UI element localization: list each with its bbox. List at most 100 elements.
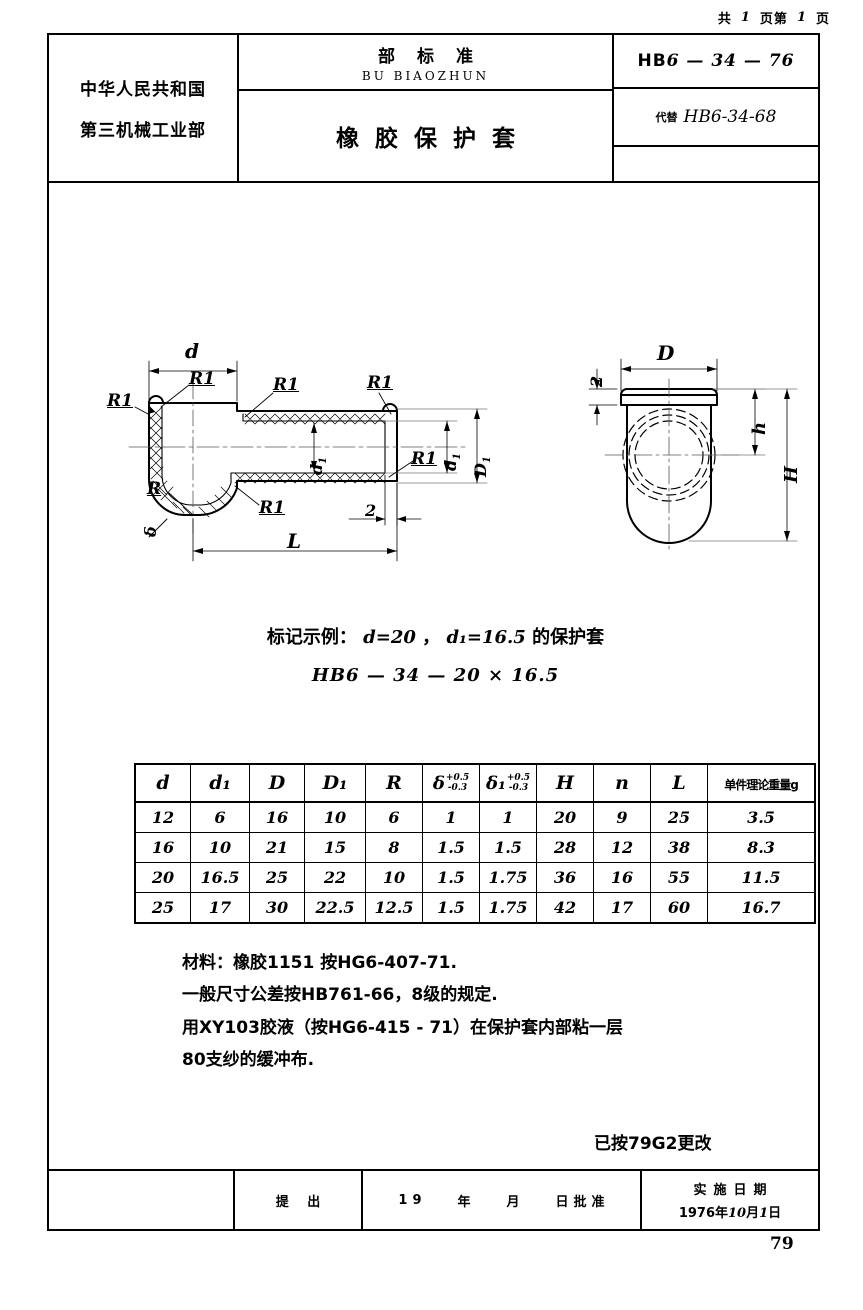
replaces-row: 代替 HB6-34-68	[614, 89, 818, 147]
spec-table-cell: 25	[249, 862, 305, 893]
spec-header-H: H	[536, 763, 594, 803]
spec-table-cell: 16	[134, 832, 191, 863]
drawing-frame: 中华人民共和国 第三机械工业部 部标准 BU BIAOZHUN 橡胶保护套 HB…	[47, 33, 820, 1231]
marking-example-line1: 标记示例： d=20 ， d₁=16.5 的保护套	[49, 623, 822, 649]
revision-stamp: 已按79G2更改	[594, 1134, 712, 1154]
spec-table-cell: 16	[249, 801, 305, 833]
dim-label-R: R	[147, 479, 162, 499]
product-name: 橡胶保护套	[336, 126, 531, 152]
footer-year-unit: 年	[457, 1194, 476, 1210]
dim-label-R1-midtop: R1	[273, 375, 299, 395]
replaces-label: 代替	[655, 111, 678, 124]
standard-type-en: BU BIAOZHUN	[361, 68, 490, 83]
issuer-block: 中华人民共和国 第三机械工业部	[49, 35, 239, 181]
spec-header-delta-upper: +0.5	[445, 773, 470, 784]
eff-day-unit: 日	[768, 1206, 782, 1221]
issuer-line-1: 中华人民共和国	[80, 80, 206, 100]
spec-table-cell: 1.5	[422, 832, 480, 863]
spec-table-cell: 12	[593, 832, 651, 863]
spec-header-d1: d₁	[190, 763, 250, 803]
replaces-empty-row	[614, 147, 818, 181]
spec-table-cell: 10	[365, 862, 423, 893]
eff-year-unit: 年	[715, 1206, 729, 1221]
spec-header-delta-sym: δ	[432, 773, 445, 794]
note-line-2: 一般尺寸公差按HB761-66，8级的规定.	[182, 985, 498, 1006]
spec-table-cell: 1.5	[479, 832, 537, 863]
standard-number-prefix: HB	[637, 51, 667, 71]
standard-title-block: 部标准 BU BIAOZHUN 橡胶保护套	[239, 35, 614, 181]
standard-type-cn: 部标准	[378, 46, 495, 67]
spec-table-cell: 60	[650, 892, 708, 924]
spec-table-cell: 12.5	[365, 892, 423, 924]
note-line-3: 用XY103胶液（按HG6-415 - 71）在保护套内部粘一层	[182, 1017, 624, 1038]
page-counter-total-prefix: 共	[717, 11, 732, 27]
standard-type-block: 部标准 BU BIAOZHUN	[239, 35, 612, 91]
footer-year-prefix: 19	[398, 1192, 427, 1208]
spec-table-header-row: d d₁ D D₁ R δ +0.5 -0.3	[134, 763, 816, 803]
spec-table-cell: 6	[190, 801, 250, 833]
marking-d1: d₁=16.5	[446, 627, 526, 648]
spec-header-D1: D₁	[304, 763, 366, 803]
spec-header-delta-inner: δ +0.5 -0.3	[433, 773, 469, 794]
spec-table-cell: 21	[249, 832, 305, 863]
spec-table-cell: 25	[650, 801, 708, 833]
spec-header-R: R	[365, 763, 423, 803]
spec-table-cell: 28	[536, 832, 594, 863]
spec-table-cell: 1.75	[479, 892, 537, 924]
drawing-body: d R1 R1 R1 R1 R1 R1 R δ d1 d1 D1 L 2 D 2…	[49, 183, 818, 1167]
dim-label-R1-righttop: R1	[367, 373, 393, 393]
spec-table-cell: 10	[190, 832, 250, 863]
spec-header-delta1-tolerance: +0.5 -0.3	[507, 773, 530, 793]
spec-header-delta1-lower: -0.3	[508, 782, 529, 793]
spec-table: d d₁ D D₁ R δ +0.5 -0.3	[134, 763, 816, 924]
dim-label-2-left: 2	[365, 501, 377, 520]
dim-label-L: L	[287, 529, 302, 553]
footer-month-unit: 月	[506, 1194, 525, 1210]
spec-table-wrapper: d d₁ D D₁ R δ +0.5 -0.3	[134, 763, 816, 924]
dim-label-delta: δ	[141, 526, 160, 537]
page-counter-unit1: 页第	[759, 11, 788, 27]
eff-day: 1	[759, 1206, 769, 1221]
dim-label-d1-outer: d1	[441, 452, 464, 471]
technical-drawing: d R1 R1 R1 R1 R1 R1 R δ d1 d1 D1 L 2 D 2…	[49, 283, 822, 583]
spec-header-weight: 单件理论重量g	[707, 763, 816, 803]
spec-table-cell: 1.5	[422, 862, 480, 893]
spec-table-cell: 38	[650, 832, 708, 863]
dim-label-R1-topleft: R1	[189, 369, 215, 389]
spec-table-cell: 1	[422, 801, 480, 833]
spec-header-delta-lower: -0.3	[447, 782, 468, 793]
footer-approval-cell: 19 年 月 日批准	[363, 1171, 642, 1229]
spec-table-cell: 17	[190, 892, 250, 924]
standard-number: HB6 — 34 — 76	[637, 51, 794, 71]
eff-year: 1976	[678, 1206, 715, 1221]
spec-table-cell: 36	[536, 862, 594, 893]
note-line-4: 80支纱的缓冲布.	[182, 1049, 315, 1070]
spec-table-cell: 55	[650, 862, 708, 893]
spec-table-cell: 1	[479, 801, 537, 833]
dim-label-h: h	[749, 421, 770, 435]
spec-table-cell: 30	[249, 892, 305, 924]
spec-header-weight-text: 单件理论重量g	[724, 778, 799, 792]
standard-number-block: HB6 — 34 — 76 代替 HB6-34-68	[614, 35, 818, 181]
spec-table-cell: 20	[134, 862, 191, 893]
spec-table-cell: 16.7	[707, 892, 816, 924]
eff-month-unit: 月	[746, 1206, 760, 1221]
drawing-svg	[128, 358, 798, 562]
page-counter-unit2: 页	[815, 11, 830, 27]
marking-sep: ，	[422, 627, 441, 648]
footer-effective-label: 实施日期	[693, 1183, 774, 1198]
spec-table-cell: 15	[304, 832, 366, 863]
page-counter-current: 1	[796, 9, 807, 25]
spec-table-cell: 20	[536, 801, 594, 833]
spec-table-cell: 11.5	[707, 862, 816, 893]
standard-number-rest: 6 — 34 — 76	[666, 51, 795, 71]
spec-table-cell: 22	[304, 862, 366, 893]
spec-header-delta: δ +0.5 -0.3	[422, 763, 480, 803]
footer-submit-label: 提 出	[275, 1194, 328, 1210]
spec-table-cell: 22.5	[304, 892, 366, 924]
spec-table-cell: 8.3	[707, 832, 816, 863]
spec-table-cell: 12	[134, 801, 191, 833]
